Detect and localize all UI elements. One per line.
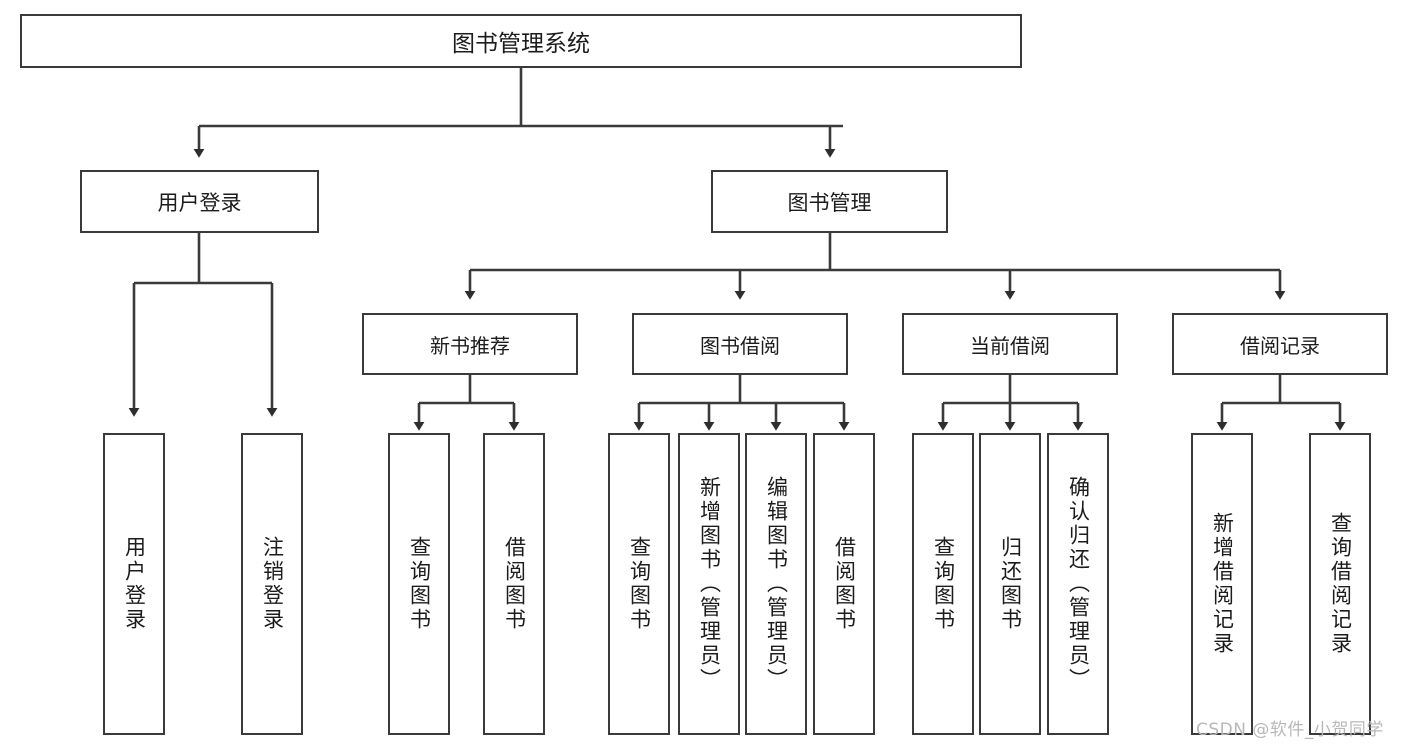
node-book-borrow[interactable]: 图书借阅 (632, 313, 848, 375)
leaf-borrow-book-2[interactable]: 借阅图书 (813, 433, 875, 735)
node-new-book-recommend-label: 新书推荐 (430, 333, 510, 358)
leaf-query-book-3-label: 查询图书 (931, 536, 956, 632)
leaf-edit-book[interactable]: 编辑图书（管理员） (745, 433, 807, 735)
leaf-logout-label: 注销登录 (260, 536, 285, 632)
leaf-logout[interactable]: 注销登录 (241, 433, 303, 735)
leaf-query-book-2[interactable]: 查询图书 (608, 433, 670, 735)
node-borrow-record-label: 借阅记录 (1240, 333, 1320, 358)
leaf-add-record-label: 新增借阅记录 (1210, 512, 1235, 656)
csdn-watermark: CSDN @软件_小贺同学 (1196, 720, 1384, 740)
node-root[interactable]: 图书管理系统 (20, 14, 1022, 68)
leaf-query-book-1[interactable]: 查询图书 (388, 433, 450, 735)
leaf-confirm-return[interactable]: 确认归还（管理员） (1047, 433, 1109, 735)
leaf-query-record-label: 查询借阅记录 (1328, 512, 1353, 656)
leaf-user-login-label: 用户登录 (122, 536, 147, 632)
leaf-query-book-1-label: 查询图书 (407, 536, 432, 632)
leaf-add-record[interactable]: 新增借阅记录 (1191, 433, 1253, 735)
leaf-borrow-book-2-label: 借阅图书 (832, 536, 857, 632)
leaf-add-book-label: 新增图书（管理员） (697, 476, 722, 692)
leaf-edit-book-label: 编辑图书（管理员） (764, 476, 789, 692)
leaf-query-record[interactable]: 查询借阅记录 (1309, 433, 1371, 735)
leaf-borrow-book-1-label: 借阅图书 (502, 536, 527, 632)
leaf-user-login[interactable]: 用户登录 (103, 433, 165, 735)
node-current-borrow-label: 当前借阅 (970, 333, 1050, 358)
node-user-login-label: 用户登录 (157, 190, 242, 215)
leaf-return-book[interactable]: 归还图书 (979, 433, 1041, 735)
leaf-return-book-label: 归还图书 (998, 536, 1023, 632)
leaf-query-book-3[interactable]: 查询图书 (912, 433, 974, 735)
node-user-login[interactable]: 用户登录 (80, 170, 319, 233)
node-new-book-recommend[interactable]: 新书推荐 (362, 313, 578, 375)
leaf-confirm-return-label: 确认归还（管理员） (1066, 476, 1091, 692)
node-book-manage[interactable]: 图书管理 (711, 170, 948, 233)
node-root-label: 图书管理系统 (452, 31, 590, 57)
leaf-add-book[interactable]: 新增图书（管理员） (678, 433, 740, 735)
leaf-query-book-2-label: 查询图书 (627, 536, 652, 632)
leaf-borrow-book-1[interactable]: 借阅图书 (483, 433, 545, 735)
node-borrow-record[interactable]: 借阅记录 (1172, 313, 1388, 375)
node-book-borrow-label: 图书借阅 (700, 333, 780, 358)
node-book-manage-label: 图书管理 (787, 190, 872, 215)
node-current-borrow[interactable]: 当前借阅 (902, 313, 1118, 375)
